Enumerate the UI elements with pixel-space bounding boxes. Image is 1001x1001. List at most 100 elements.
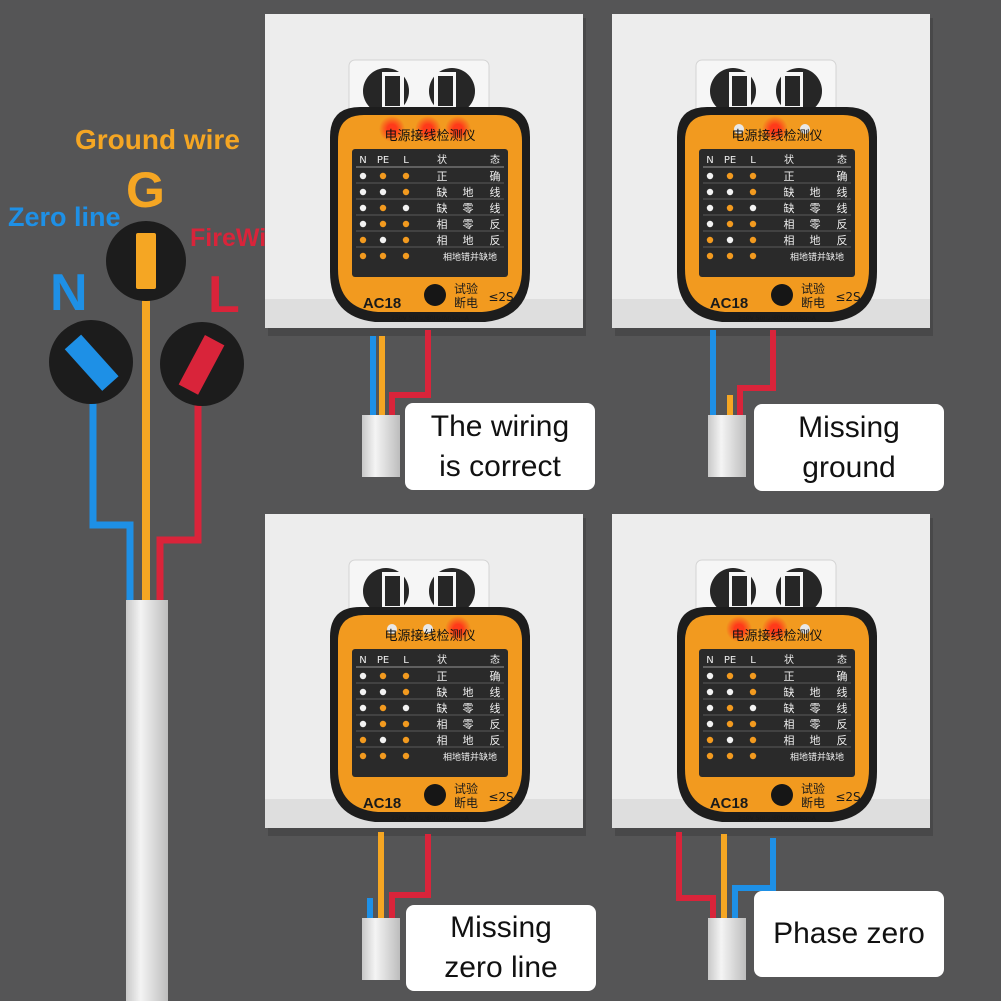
tester-bottom-note: 相地错并缺地: [790, 751, 844, 763]
test-button: [771, 784, 793, 806]
tester-spec: 250V 50Hz/60Hz/Δn30mA: [391, 315, 469, 322]
tester-column-label: 态: [490, 653, 500, 666]
tester-column-label: PE: [377, 155, 389, 166]
tester-model: AC18: [710, 795, 748, 812]
tester-indicator-dot: [726, 752, 734, 760]
tester-column-label: N: [706, 655, 713, 666]
led-off: [800, 124, 810, 134]
zero-wire: [89, 390, 134, 605]
tester-indicator-dot: [402, 236, 410, 244]
tester-column-label: 状: [437, 153, 447, 166]
tester-row-char: 零: [463, 218, 474, 231]
tester-column-label: 状: [784, 653, 794, 666]
caption-missing-ground: Missing ground: [754, 404, 944, 491]
tester-test-label: 试验: [801, 281, 825, 296]
tester-indicator-dot: [749, 672, 757, 680]
tester-indicator-dot: [726, 236, 734, 244]
tester-row-char: 缺: [437, 685, 448, 699]
tester-indicator-dot: [706, 252, 714, 260]
tester-display: [699, 649, 855, 777]
tester-row-char: 零: [463, 702, 474, 715]
tester-test-label: 试验: [454, 781, 478, 796]
tester-indicator-dot: [359, 172, 367, 180]
tester-indicator-dot: [402, 672, 410, 680]
tester-row-char: 确: [490, 670, 501, 683]
socket-prong: [438, 576, 453, 606]
tester-indicator-dot: [749, 220, 757, 228]
tester-column-label: 状: [784, 153, 794, 166]
tester-test-time: ≤2S: [835, 290, 860, 304]
tester-row-char: 缺: [784, 685, 795, 699]
cable-sheath: [362, 415, 400, 477]
tester-indicator-dot: [379, 236, 387, 244]
tester-row-char: 正: [784, 170, 795, 183]
tester-indicator-dot: [726, 736, 734, 744]
cable-sheath: [708, 415, 746, 477]
tester-row-char: 零: [810, 202, 821, 215]
tester-row-char: 零: [463, 202, 474, 215]
tester-row-char: 相: [784, 234, 795, 247]
tester-row-char: 地: [463, 234, 474, 247]
caption-text: Phase zero: [773, 917, 925, 950]
tester-indicator-dot: [749, 752, 757, 760]
led-off: [387, 624, 397, 634]
tester-indicator-dot: [359, 220, 367, 228]
socket-prong: [732, 76, 747, 106]
caption-correct: The wiring is correct: [405, 403, 595, 490]
tester-row-char: 线: [837, 201, 848, 215]
tester-indicator-dot: [749, 688, 757, 696]
caption-phase-zero: Phase zero: [754, 891, 944, 977]
tester-indicator-dot: [726, 220, 734, 228]
ground-letter: G: [126, 162, 165, 218]
led-on: [770, 124, 780, 134]
tester-indicator-dot: [359, 752, 367, 760]
tester-spec: 250V 50Hz/60Hz/Δn30mA: [391, 815, 469, 822]
tester-row-char: 缺: [784, 185, 795, 199]
tester-row-char: 确: [837, 170, 848, 183]
wire: [676, 832, 716, 918]
tester-column-label: 态: [490, 153, 500, 166]
cable-sheath: [362, 918, 400, 980]
tester-model: AC18: [710, 295, 748, 312]
tester-indicator-dot: [359, 736, 367, 744]
tester-indicator-dot: [706, 736, 714, 744]
tester-test-label: 试验: [801, 781, 825, 796]
tester-row-char: 线: [490, 701, 501, 715]
tester-row-char: 相: [437, 218, 448, 231]
tester-indicator-dot: [402, 720, 410, 728]
wire: [389, 330, 431, 415]
tester-row-char: 零: [810, 702, 821, 715]
tester-title: 电源接线检测仪: [384, 628, 475, 644]
led-on: [734, 624, 744, 634]
tester-row-char: 反: [490, 718, 501, 731]
tester-test-label: 断电: [801, 795, 825, 810]
tester-indicator-dot: [379, 220, 387, 228]
tester-indicator-dot: [706, 204, 714, 212]
led-on: [453, 124, 463, 134]
tester-column-label: L: [403, 155, 409, 166]
tester-row-char: 线: [837, 701, 848, 715]
tester-indicator-dot: [726, 704, 734, 712]
tester-indicator-dot: [749, 236, 757, 244]
test-button: [424, 284, 446, 306]
tester-column-label: N: [359, 655, 366, 666]
tester-row-char: 反: [490, 234, 501, 247]
tester-indicator-dot: [706, 688, 714, 696]
fire-terminal: [160, 322, 244, 406]
test-button: [424, 784, 446, 806]
wire: [389, 834, 431, 918]
tester-row-char: 地: [810, 686, 821, 699]
tester-row-char: 地: [810, 186, 821, 199]
tester-indicator-dot: [706, 220, 714, 228]
tester-row-char: 地: [463, 186, 474, 199]
led-off: [423, 624, 433, 634]
caption-text: Missing ground: [798, 410, 900, 484]
tester-row-char: 线: [490, 685, 501, 699]
zero-terminal: [49, 320, 133, 404]
socket-prong: [385, 76, 400, 106]
tester-indicator-dot: [379, 704, 387, 712]
tester-row-char: 线: [837, 185, 848, 199]
tester-column-label: PE: [724, 655, 736, 666]
tester-row-char: 确: [837, 670, 848, 683]
